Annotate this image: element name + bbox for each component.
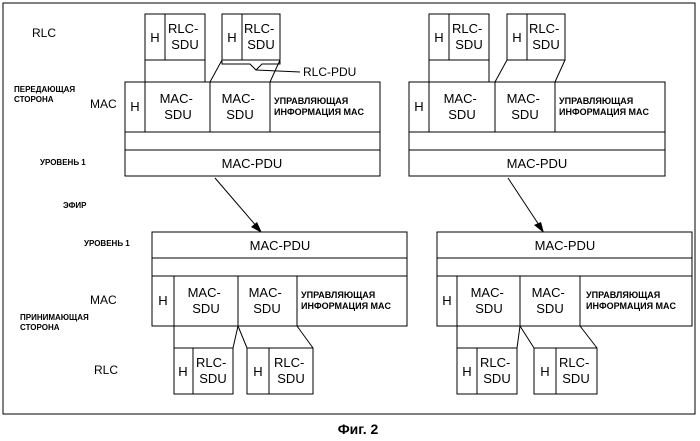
rlc-pdu-rx-right-1: H RLC- SDU bbox=[457, 348, 517, 394]
layer1-tx-left: MAC-PDU bbox=[125, 132, 380, 176]
label-layer1-tx: УРОВЕНЬ 1 bbox=[40, 158, 86, 167]
header-label: H bbox=[227, 30, 236, 45]
mac-pdu-tx-left: H MAC- SDU MAC- SDU УПРАВЛЯЮЩАЯ ИНФОРМАЦ… bbox=[125, 82, 380, 132]
header-label: H bbox=[540, 364, 549, 379]
label-mac-tx: MAC bbox=[90, 97, 117, 111]
mac-pdu-label: MAC-PDU bbox=[250, 238, 311, 253]
header-label: H bbox=[414, 99, 423, 114]
label-layer1-rx: УРОВЕНЬ 1 bbox=[84, 239, 130, 248]
label-rlc-tx: RLC bbox=[32, 26, 56, 40]
connector bbox=[297, 326, 313, 348]
mac-pdu-rx-right: H MAC- SDU MAC- SDU УПРАВЛЯЮЩАЯ ИНФОРМАЦ… bbox=[437, 276, 692, 326]
rlc-sdu-label: RLC- SDU bbox=[168, 21, 202, 52]
label-receive-side-2: СТОРОНА bbox=[20, 323, 60, 332]
rlc-pdu-tx-left-1: H RLC- SDU bbox=[145, 14, 205, 60]
label-transmit-side: ПЕРЕДАЮЩАЯ СТОРОНА bbox=[14, 85, 77, 104]
rlc-pdu-tx-right-2: H RLC- SDU bbox=[507, 14, 565, 60]
rlc-pdu-tx-left-2: H RLC- SDU bbox=[222, 14, 280, 60]
mac-sdu-label: MAC- SDU bbox=[471, 285, 508, 316]
connector bbox=[210, 60, 222, 82]
header-label: H bbox=[253, 364, 262, 379]
connector bbox=[233, 326, 238, 348]
layer1-rx-left: MAC-PDU bbox=[152, 232, 407, 276]
header-label: H bbox=[130, 99, 139, 114]
rlc-sdu-label: RLC- SDU bbox=[274, 355, 308, 386]
mac-sdu-label: MAC- SDU bbox=[188, 285, 225, 316]
rlc-pdu-tx-right-1: H RLC- SDU bbox=[429, 14, 489, 60]
rlc-pdu-leader bbox=[256, 70, 300, 72]
rlc-sdu-label: RLC- SDU bbox=[196, 355, 230, 386]
header-label: H bbox=[462, 364, 471, 379]
figure-caption: Фиг. 2 bbox=[338, 421, 379, 437]
connector bbox=[517, 326, 520, 348]
rlc-sdu-label: RLC- SDU bbox=[480, 355, 514, 386]
mac-sdu-label: MAC- SDU bbox=[507, 91, 544, 122]
connector bbox=[238, 326, 247, 348]
label-rlc-rx: RLC bbox=[94, 363, 118, 377]
air-arrow-right bbox=[508, 178, 541, 228]
mac-pdu-tx-right: H MAC- SDU MAC- SDU УПРАВЛЯЮЩАЯ ИНФОРМАЦ… bbox=[409, 82, 665, 132]
header-label: H bbox=[158, 293, 167, 308]
mac-sdu-label: MAC- SDU bbox=[444, 91, 481, 122]
mac-sdu-label: MAC- SDU bbox=[222, 91, 259, 122]
rlc-pdu-brace bbox=[222, 61, 280, 70]
layer1-tx-right: MAC-PDU bbox=[409, 132, 665, 176]
mac-pdu-label: MAC-PDU bbox=[507, 156, 568, 171]
air-arrow-left bbox=[215, 178, 258, 228]
header-label: H bbox=[512, 30, 521, 45]
header-label: H bbox=[434, 30, 443, 45]
rlc-sdu-label: RLC- SDU bbox=[559, 355, 593, 386]
air-arrow-left-head bbox=[251, 222, 262, 233]
connector bbox=[495, 60, 507, 82]
rlc-sdu-label: RLC- SDU bbox=[244, 21, 278, 52]
label-mac-rx: MAC bbox=[90, 293, 117, 307]
label-transmit-side-2: СТОРОНА bbox=[14, 95, 54, 104]
header-label: H bbox=[178, 364, 187, 379]
rlc-pdu-callout: RLC-PDU bbox=[303, 65, 356, 79]
header-label: H bbox=[150, 30, 159, 45]
label-receive-side: ПРИНИМАЮЩАЯ СТОРОНА bbox=[20, 313, 91, 332]
connector bbox=[555, 60, 565, 82]
rlc-pdu-rx-left-2: H RLC- SDU bbox=[247, 348, 313, 394]
mac-pdu-rx-left: H MAC- SDU MAC- SDU УПРАВЛЯЮЩАЯ ИНФОРМАЦ… bbox=[152, 276, 407, 326]
mac-sdu-label: MAC- SDU bbox=[249, 285, 286, 316]
header-label: H bbox=[442, 293, 451, 308]
layer1-rx-right: MAC-PDU bbox=[437, 232, 692, 276]
mac-sdu-label: MAC- SDU bbox=[532, 285, 569, 316]
mac-pdu-label: MAC-PDU bbox=[222, 156, 283, 171]
label-receive-side-1: ПРИНИМАЮЩАЯ bbox=[20, 313, 89, 322]
rlc-pdu-rx-right-2: H RLC- SDU bbox=[534, 348, 597, 394]
label-air: ЭФИР bbox=[63, 201, 87, 210]
mac-sdu-label: MAC- SDU bbox=[160, 91, 197, 122]
rlc-sdu-label: RLC- SDU bbox=[529, 21, 563, 52]
mac-pdu-label: MAC-PDU bbox=[535, 238, 596, 253]
connector bbox=[580, 326, 597, 348]
connector bbox=[520, 326, 534, 348]
air-arrow-right-head bbox=[534, 222, 544, 233]
label-transmit-side-1: ПЕРЕДАЮЩАЯ bbox=[14, 85, 75, 94]
rlc-sdu-label: RLC- SDU bbox=[452, 21, 486, 52]
rlc-pdu-rx-left-1: H RLC- SDU bbox=[174, 348, 233, 394]
